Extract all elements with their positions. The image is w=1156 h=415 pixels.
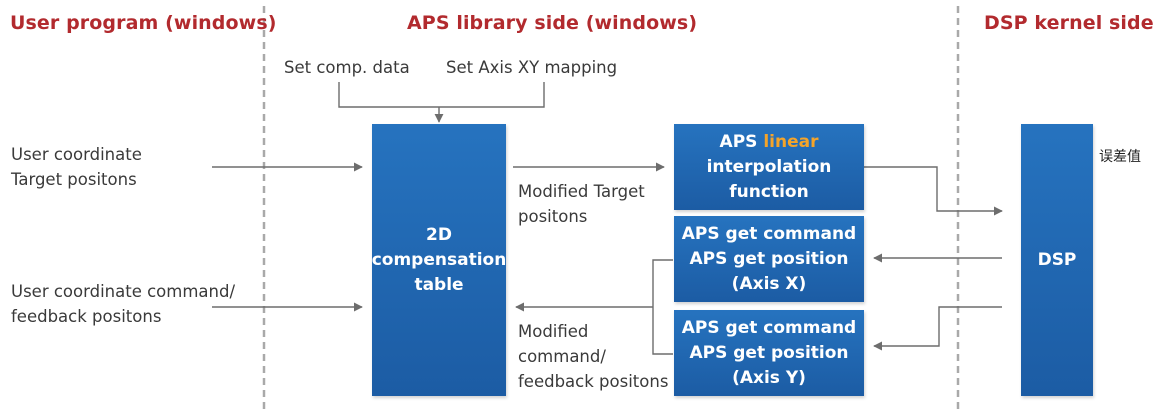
box-comp-line-3: table: [414, 274, 464, 295]
header-user-program: User program (windows): [10, 12, 277, 34]
box-get-x-line-1: APS get command: [681, 223, 857, 244]
header-dsp-kernel: DSP kernel side: [984, 12, 1154, 34]
box-comp-line-2: compensation: [371, 249, 507, 270]
label-modified-target-line-2: positons: [518, 207, 588, 226]
arrow-get-to-table: [516, 259, 673, 355]
arrow-linear-to-dsp: [864, 166, 1003, 216]
label-modified-target-line-1: Modified Target: [518, 182, 645, 201]
box-aps-get-axis-x: APS get command APS get position (Axis X…: [674, 216, 864, 302]
label-user-target-line-1: User coordinate: [11, 145, 142, 164]
box-linear-line-1: APS linear: [720, 130, 819, 155]
label-modified-target: Modified Target positons: [518, 179, 645, 229]
label-modified-command-line-1: Modified: [518, 322, 589, 341]
box-get-x-line-2: APS get position: [689, 248, 849, 269]
box-get-y-line-3: (Axis Y): [732, 367, 806, 388]
box-dsp: DSP: [1021, 124, 1093, 396]
arrow-dsp-to-get-y: [873, 306, 1002, 351]
box-linear-line-2: interpolation: [706, 156, 832, 177]
box-aps-linear-interpolation: APS linear interpolation function: [674, 124, 864, 210]
label-modified-command-line-3: feedback positons: [518, 372, 669, 391]
box-linear-highlight: linear: [763, 131, 819, 152]
label-user-target-line-2: Target positons: [11, 170, 137, 189]
label-modified-command-line-2: command/: [518, 347, 606, 366]
label-set-axis-mapping: Set Axis XY mapping: [446, 58, 618, 77]
box-2d-compensation-table: 2D compensation table: [372, 124, 506, 396]
box-linear-prefix: APS: [719, 131, 764, 152]
label-modified-command: Modified command/ feedback positons: [518, 319, 668, 394]
label-user-command-line-2: feedback positons: [11, 307, 162, 326]
header-aps-library: APS library side (windows): [407, 12, 698, 34]
label-user-command: User coordinate command/ feedback posito…: [11, 279, 235, 329]
box-get-y-line-2: APS get position: [689, 342, 849, 363]
label-error-value-note: 误差值: [1099, 149, 1141, 165]
box-dsp-label: DSP: [1037, 249, 1077, 270]
label-user-target: User coordinate Target positons: [11, 142, 142, 192]
box-get-x-line-3: (Axis X): [731, 273, 807, 294]
box-aps-get-axis-y: APS get command APS get position (Axis Y…: [674, 310, 864, 396]
arrow-set-data-to-table: [338, 82, 545, 122]
label-set-comp-data: Set comp. data: [284, 58, 410, 77]
box-comp-line-1: 2D: [426, 224, 452, 245]
box-linear-line-3: function: [729, 181, 809, 202]
label-user-command-line-1: User coordinate command/: [11, 282, 236, 301]
box-get-y-line-1: APS get command: [681, 317, 857, 338]
